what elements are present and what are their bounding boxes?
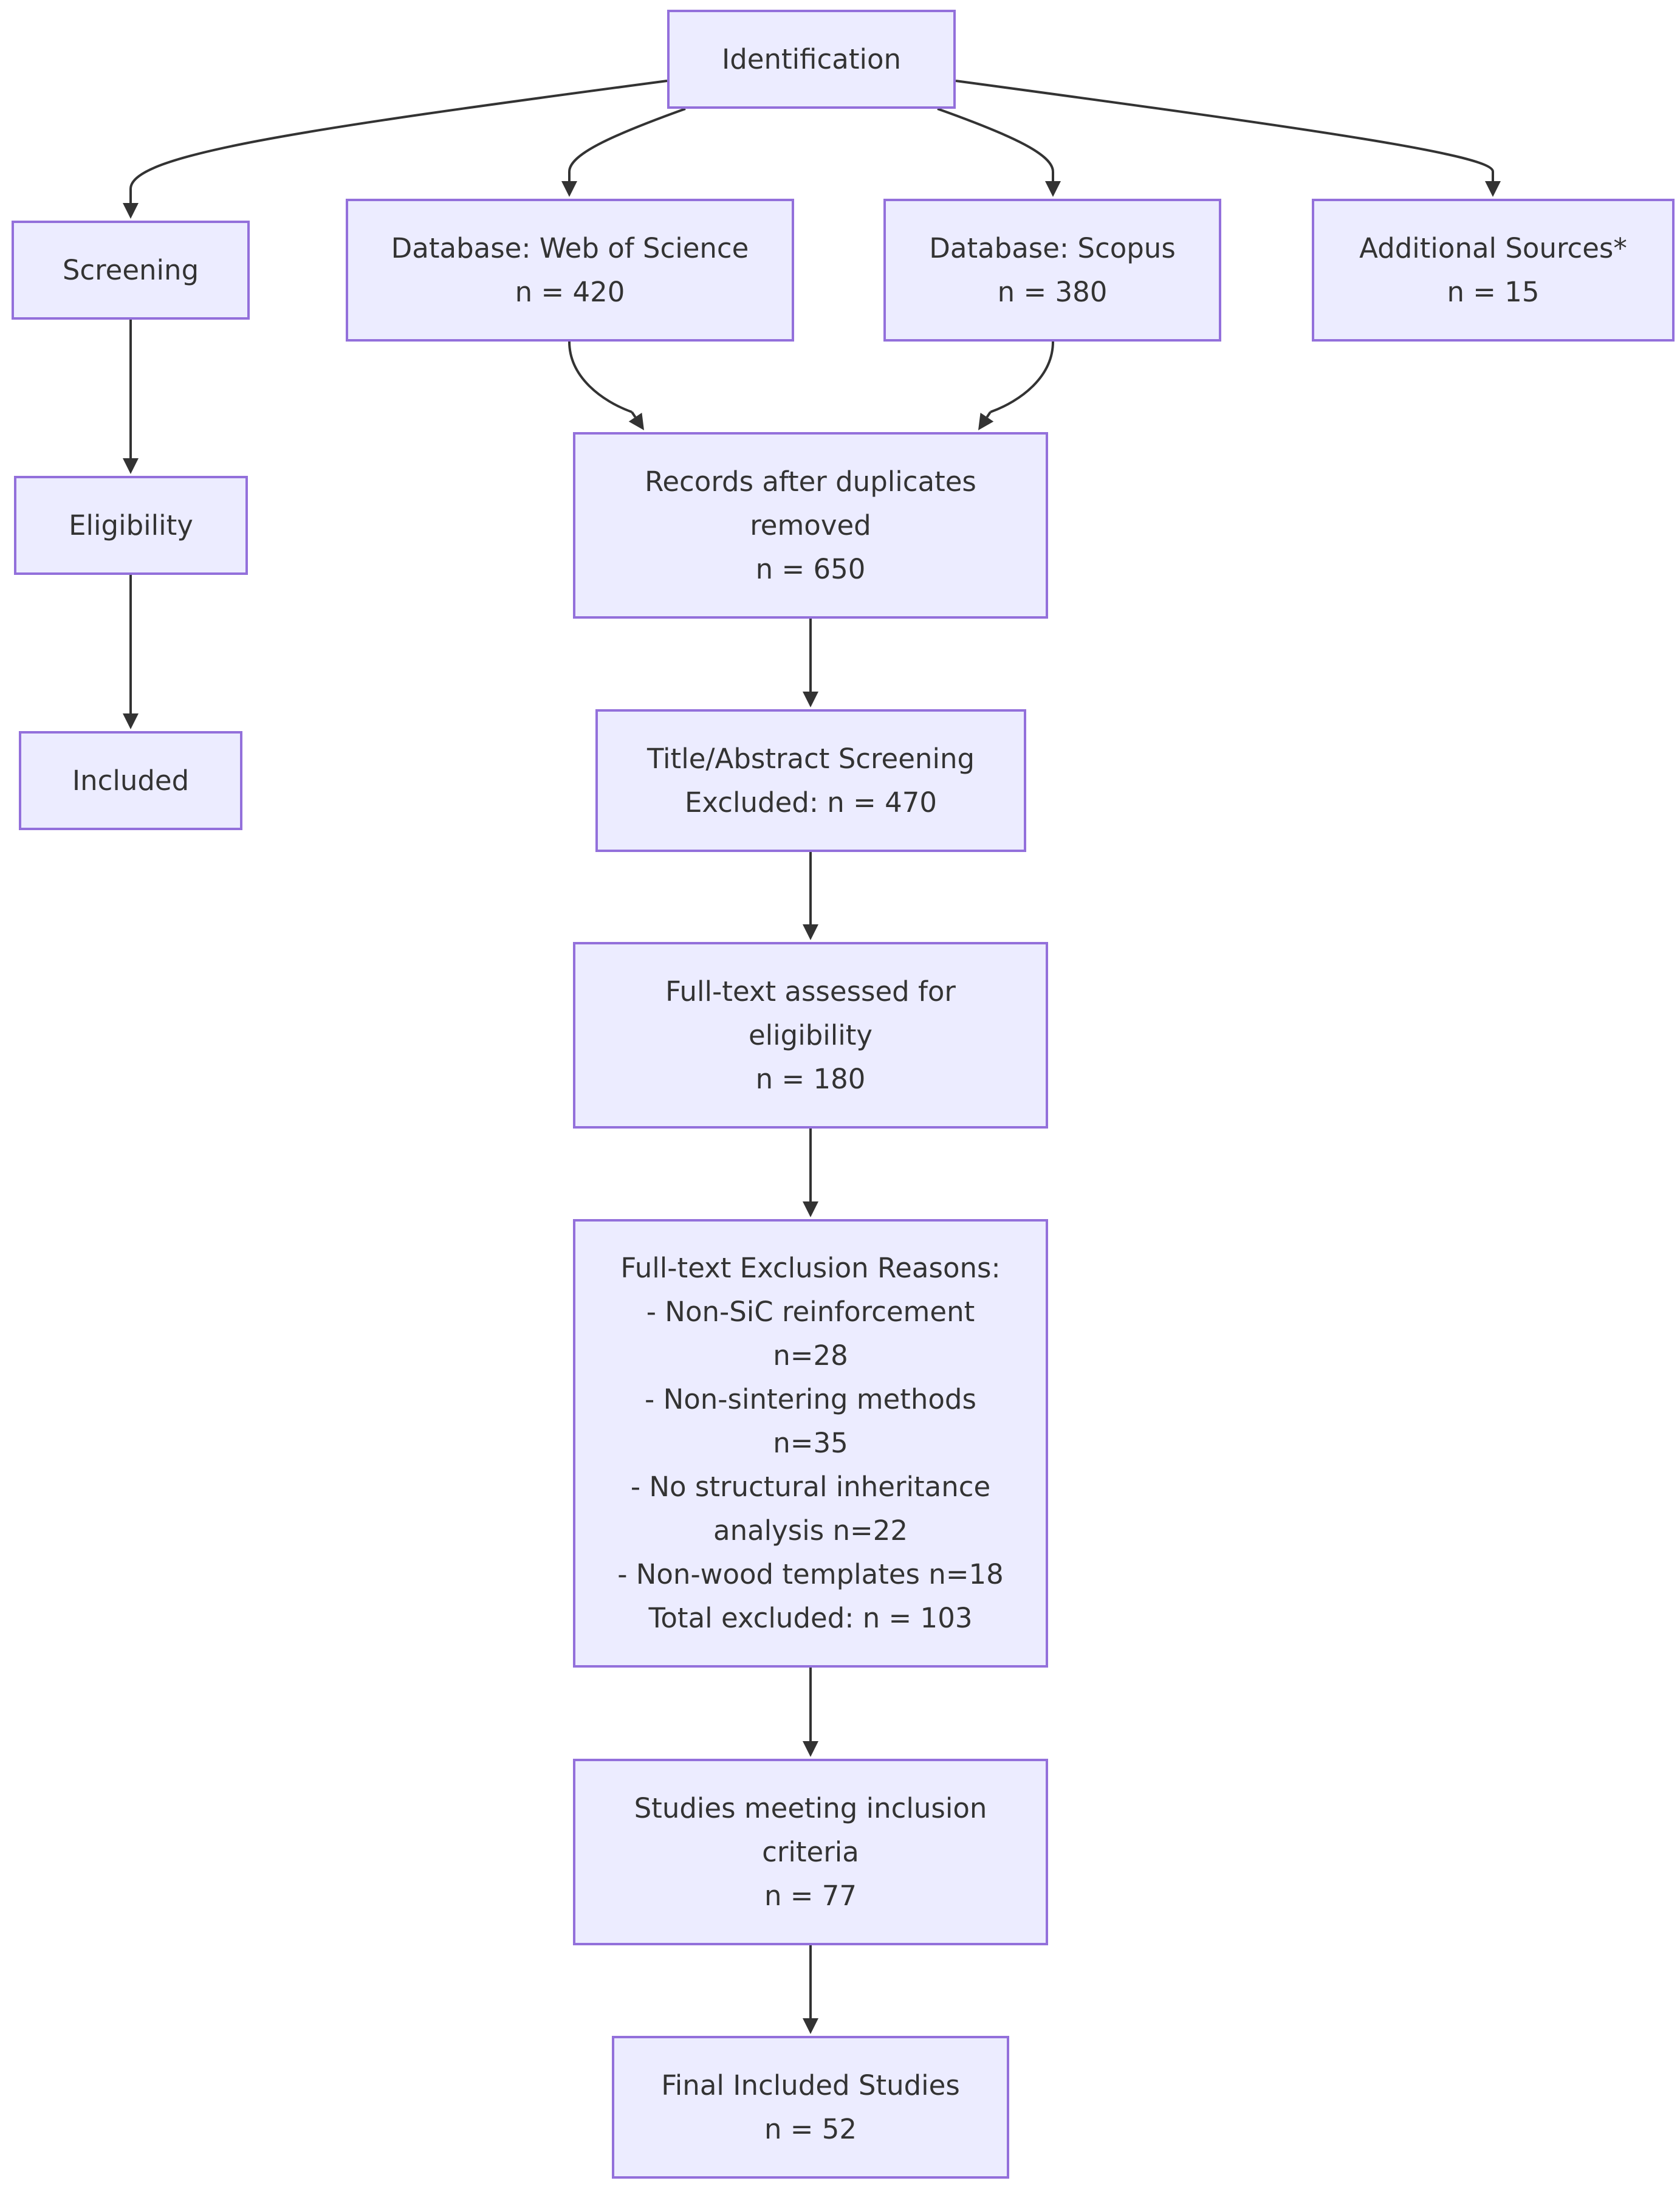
node-full-text-exclusion-reasons: Full-text Exclusion Reasons: - Non-SiC r…	[573, 1219, 1048, 1668]
node-line: removed	[750, 509, 871, 541]
edge-identification-to-web_of_science	[568, 108, 686, 172]
node-identification: Identification	[667, 10, 956, 109]
node-line: Studies meeting inclusion	[634, 1792, 987, 1824]
node-count: Excluded: n = 470	[684, 786, 938, 819]
arrowhead-icon	[803, 692, 818, 707]
arrowhead-icon	[1045, 181, 1061, 197]
arrowhead-icon	[123, 458, 139, 474]
node-final-included-studies: Final Included Studies n = 52	[612, 2036, 1009, 2179]
node-line: criteria	[762, 1835, 859, 1868]
node-line: eligibility	[748, 1019, 873, 1051]
arrowhead-icon	[803, 924, 818, 940]
edge-identification-to-screening	[129, 80, 668, 189]
edge-web_of_science-to-records_after_duplicates	[568, 341, 633, 413]
node-line: Full-text Exclusion Reasons:	[620, 1252, 1001, 1284]
node-line: Additional Sources*	[1359, 232, 1627, 264]
edge-connector	[986, 411, 992, 418]
node-count: n = 77	[764, 1879, 857, 1912]
arrowhead-icon	[123, 713, 139, 729]
node-line: Eligibility	[69, 509, 193, 541]
node-line: - No structural inheritance	[630, 1471, 991, 1503]
node-count: n = 420	[515, 275, 625, 308]
node-line: Total excluded: n = 103	[648, 1602, 973, 1634]
node-line: Final Included Studies	[661, 2069, 960, 2101]
node-additional-sources: Additional Sources* n = 15	[1312, 199, 1675, 342]
arrowhead-icon	[628, 413, 644, 430]
arrowhead-icon	[803, 1201, 818, 1217]
node-eligibility: Eligibility	[14, 476, 248, 575]
node-count: n = 180	[755, 1062, 866, 1095]
node-line: analysis n=22	[713, 1514, 908, 1547]
node-title-abstract-screening: Title/Abstract Screening Excluded: n = 4…	[595, 709, 1026, 852]
node-line: Identification	[721, 43, 902, 75]
arrowhead-icon	[123, 203, 139, 219]
edge-identification-to-additional_sources	[955, 80, 1494, 172]
edge-identification-to-scopus	[937, 108, 1054, 172]
node-line: - Non-sintering methods	[645, 1383, 976, 1415]
node-studies-meeting-inclusion-criteria: Studies meeting inclusion criteria n = 7…	[573, 1759, 1048, 1945]
node-count: n = 650	[755, 552, 866, 585]
node-line: n=28	[773, 1339, 848, 1372]
node-count: n = 380	[997, 275, 1108, 308]
node-line: - Non-SiC reinforcement	[646, 1296, 975, 1328]
node-line: Records after duplicates	[645, 465, 976, 498]
node-count: n = 15	[1447, 275, 1540, 308]
edge-scopus-to-records_after_duplicates	[990, 341, 1054, 413]
arrowhead-icon	[1485, 181, 1501, 197]
node-screening: Screening	[12, 221, 250, 320]
node-line: Full-text assessed for	[665, 975, 956, 1008]
node-full-text-assessed: Full-text assessed for eligibility n = 1…	[573, 942, 1048, 1129]
node-database-web-of-science: Database: Web of Science n = 420	[346, 199, 794, 342]
node-line: - Non-wood templates n=18	[617, 1558, 1004, 1590]
node-line: n=35	[773, 1427, 848, 1459]
node-line: Title/Abstract Screening	[646, 742, 975, 775]
node-line: Included	[72, 764, 190, 797]
arrowhead-icon	[561, 181, 577, 197]
node-line: Screening	[62, 253, 199, 286]
node-included: Included	[19, 731, 242, 830]
arrowhead-icon	[978, 413, 994, 430]
arrowhead-icon	[803, 2018, 818, 2034]
edge-connector	[631, 411, 637, 418]
node-line: Database: Web of Science	[391, 232, 749, 264]
arrowhead-icon	[803, 1741, 818, 1757]
node-count: n = 52	[764, 2112, 857, 2145]
node-line: Database: Scopus	[929, 232, 1176, 264]
node-database-scopus: Database: Scopus n = 380	[883, 199, 1221, 342]
node-records-after-duplicates: Records after duplicates removed n = 650	[573, 432, 1048, 619]
